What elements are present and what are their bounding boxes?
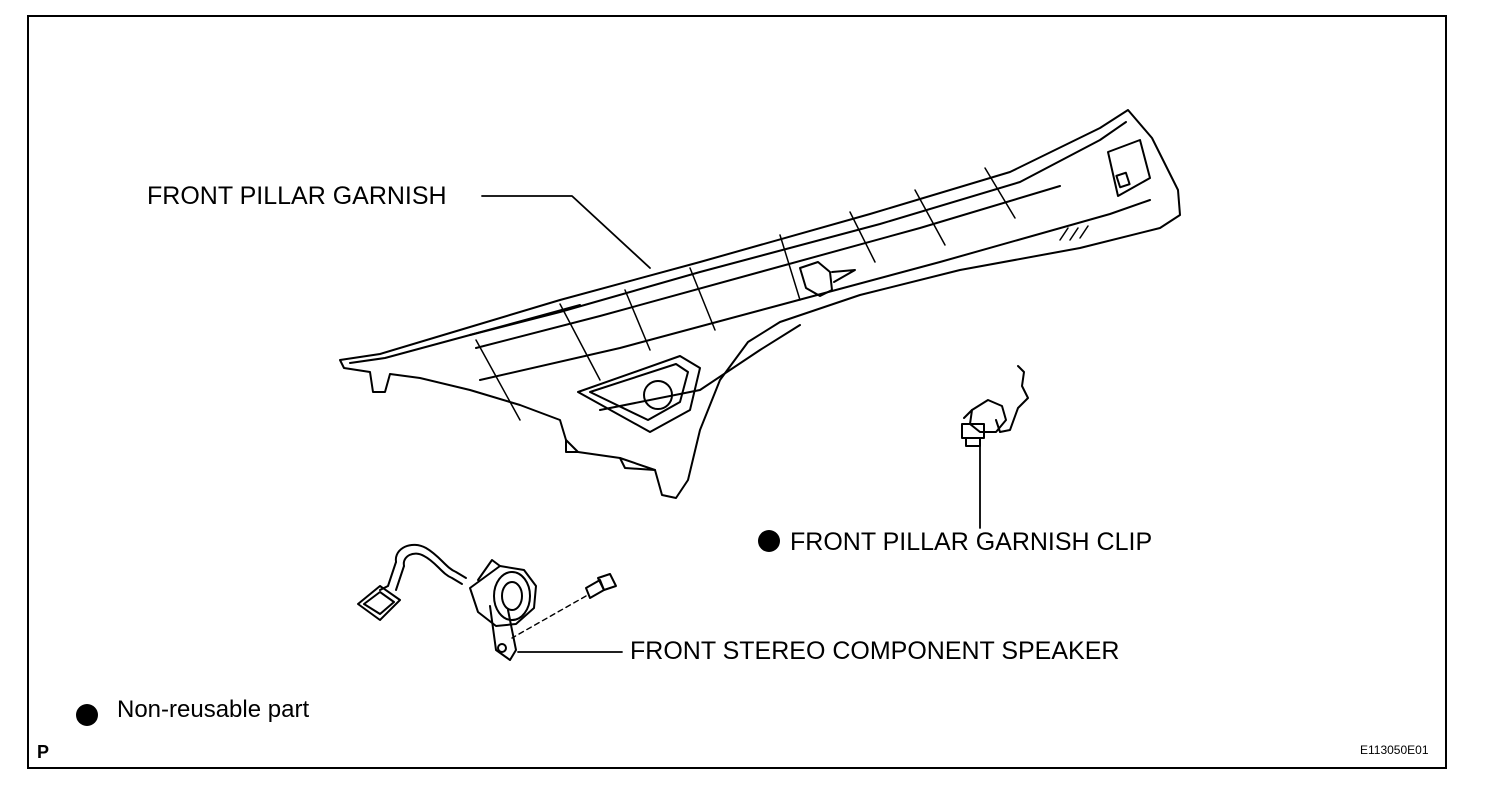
diagram-frame (27, 15, 1447, 769)
front-pillar-garnish-clip-drawing (961, 365, 1029, 447)
label-front-stereo-component-speaker: FRONT STEREO COMPONENT SPEAKER (630, 637, 1120, 665)
front-stereo-component-speaker-drawing (357, 543, 537, 661)
corner-mark: P (37, 742, 50, 762)
label-front-pillar-garnish: FRONT PILLAR GARNISH (147, 182, 447, 210)
label-front-pillar-garnish-clip: FRONT PILLAR GARNISH CLIP (790, 528, 1153, 556)
speaker-bolt-drawing (585, 573, 617, 599)
non-reusable-marker-icon (758, 530, 780, 552)
legend-non-reusable-label: Non-reusable part (117, 696, 310, 723)
legend-non-reusable-icon (76, 704, 98, 726)
leader-front-pillar-garnish (481, 195, 651, 269)
figure-code: E113050E01 (1360, 743, 1429, 757)
bolt-assembly-line (511, 595, 587, 639)
front-pillar-garnish-drawing (339, 109, 1181, 499)
